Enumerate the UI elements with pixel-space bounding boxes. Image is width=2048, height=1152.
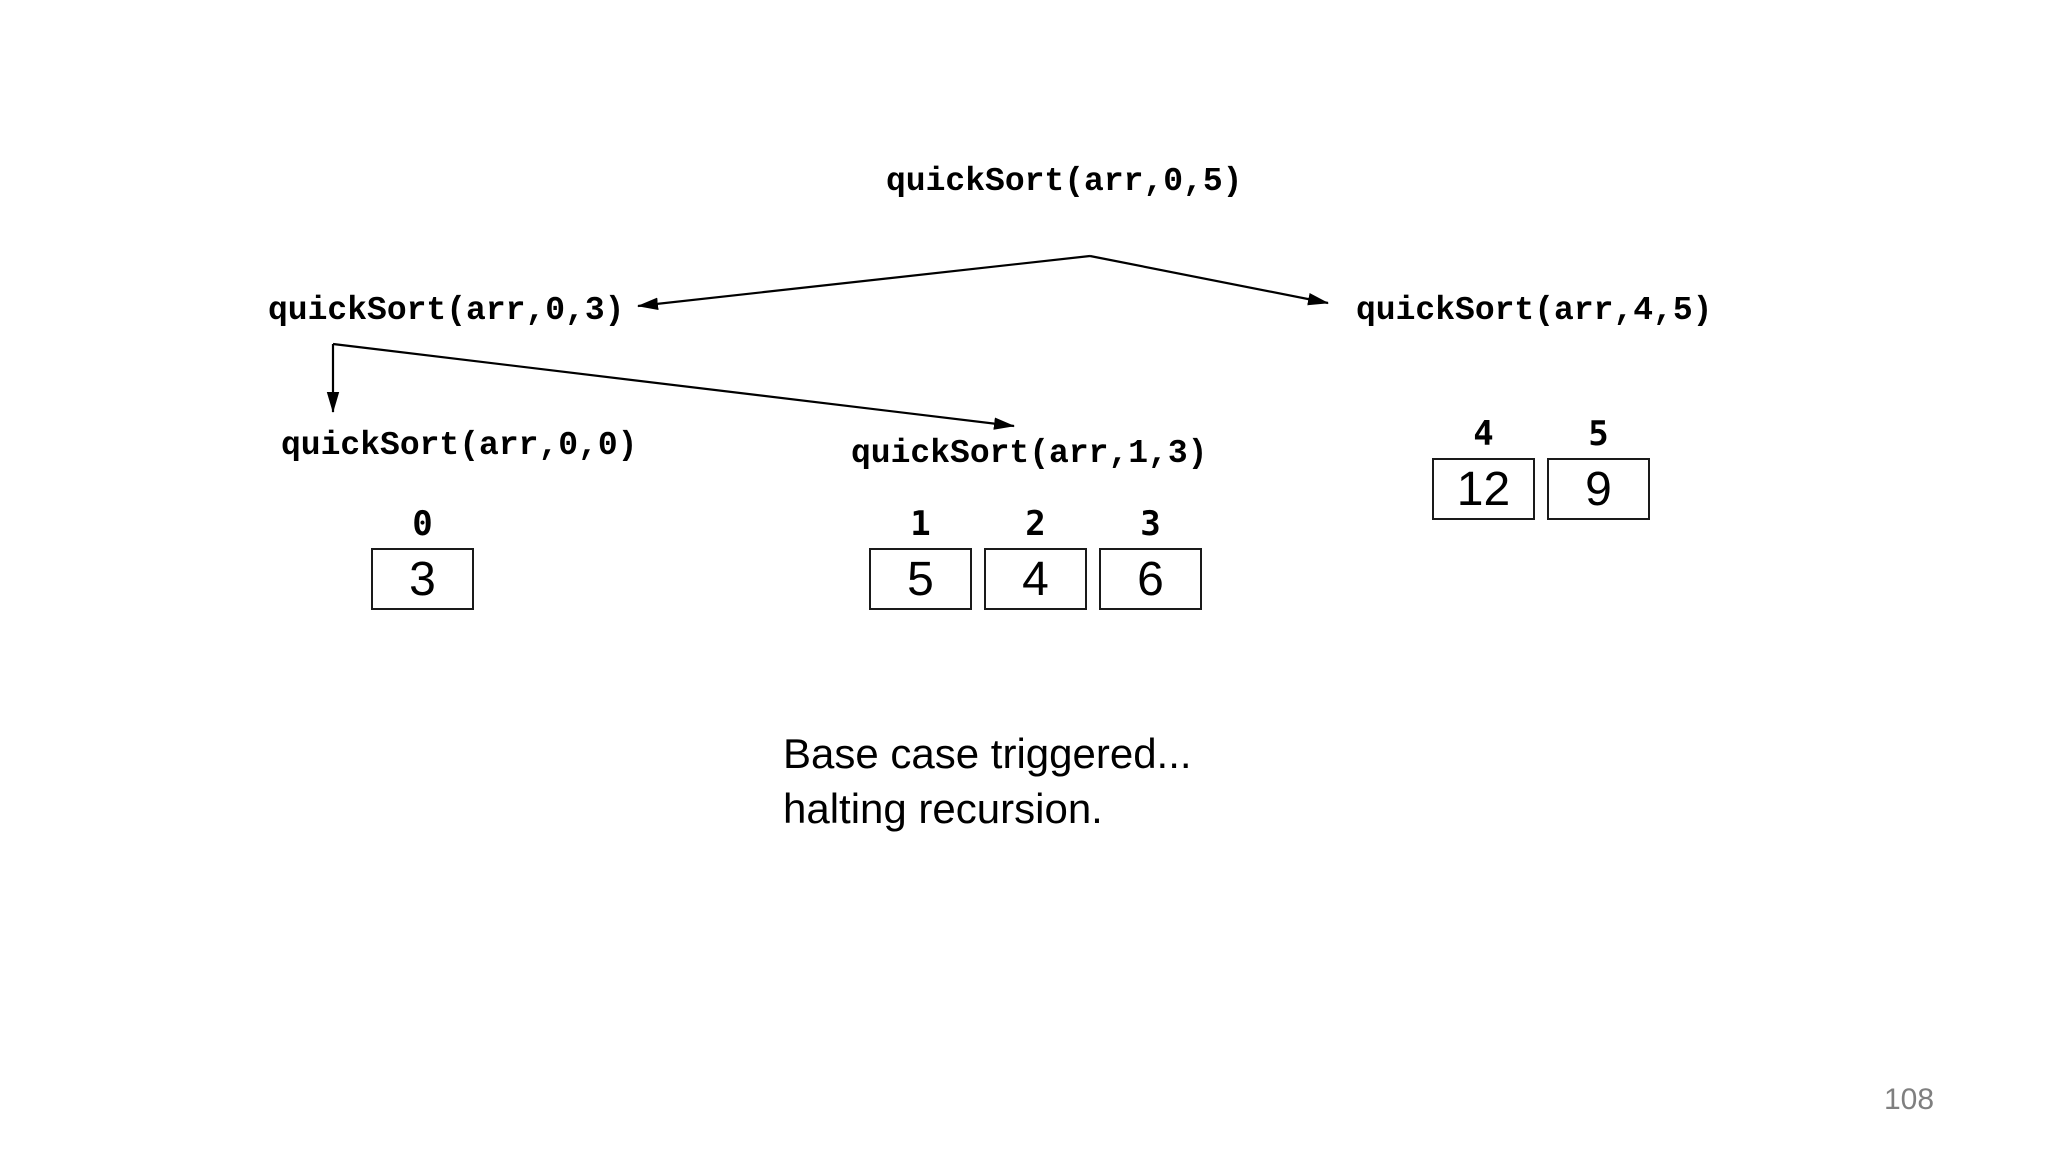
array-value-box: 5 (869, 548, 972, 610)
caption-line-2: halting recursion. (783, 785, 1103, 832)
edge-left-to-left-right (332, 342, 1015, 430)
edge-root-to-left (637, 254, 1091, 310)
array-index-label: 1 (910, 504, 931, 544)
call-label-root: quickSort(arr,0,5) (886, 163, 1243, 200)
caption-line-1: Base case triggered... (783, 730, 1192, 777)
array-value-box: 4 (984, 548, 1087, 610)
array-cell: 1 5 (869, 504, 972, 610)
array-value-box: 3 (371, 548, 474, 610)
array-cell: 0 3 (371, 504, 474, 610)
call-label-left-right: quickSort(arr,1,3) (851, 435, 1208, 472)
edge-root-to-right (1089, 254, 1329, 306)
call-label-left: quickSort(arr,0,3) (268, 292, 625, 329)
array-value-box: 9 (1547, 458, 1650, 520)
array-cell: 5 9 (1547, 414, 1650, 520)
array-index-label: 4 (1473, 414, 1494, 454)
array-index-label: 5 (1588, 414, 1609, 454)
array-value-box: 12 (1432, 458, 1535, 520)
array-segment-0-0: 0 3 (371, 504, 474, 610)
array-segment-4-5: 4 12 5 9 (1432, 414, 1650, 520)
call-label-right: quickSort(arr,4,5) (1356, 292, 1713, 329)
page-number: 108 (1884, 1083, 1935, 1116)
array-cell: 3 6 (1099, 504, 1202, 610)
base-case-caption: Base case triggered... halting recursion… (783, 726, 1192, 836)
array-cell: 2 4 (984, 504, 1087, 610)
array-index-label: 0 (412, 504, 433, 544)
array-index-label: 2 (1025, 504, 1046, 544)
array-cell: 4 12 (1432, 414, 1535, 520)
array-index-label: 3 (1140, 504, 1161, 544)
call-label-left-left: quickSort(arr,0,0) (281, 427, 638, 464)
array-value-box: 6 (1099, 548, 1202, 610)
array-segment-1-3: 1 5 2 4 3 6 (869, 504, 1202, 610)
